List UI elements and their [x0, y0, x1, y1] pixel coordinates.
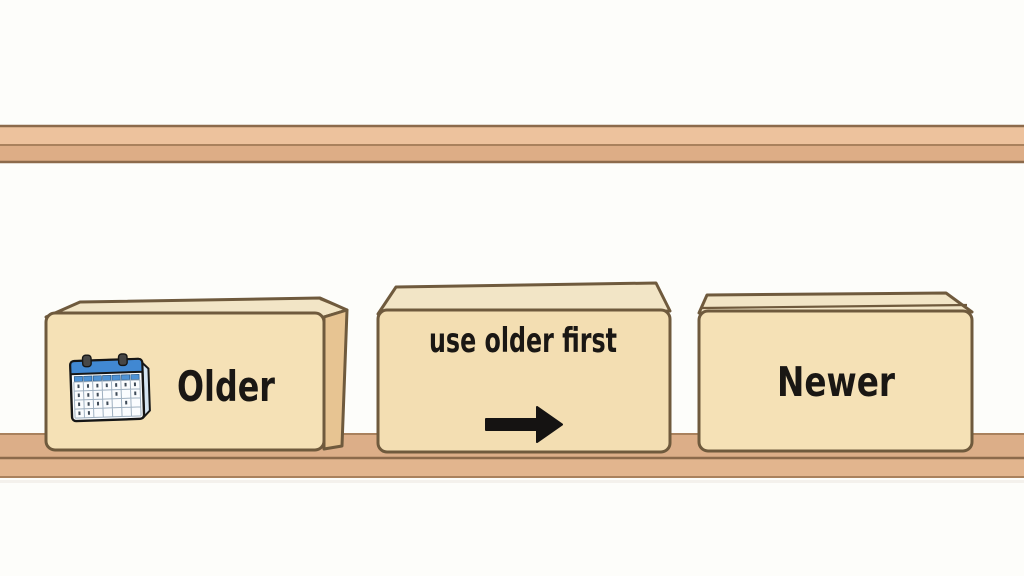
calendar-day-cell: [102, 375, 112, 382]
box-instruction: use older first: [376, 281, 672, 454]
calendar-day-cell: [83, 375, 93, 382]
calendar-ring-right: [117, 353, 128, 367]
box-older-fold-line: [319, 297, 346, 311]
calendar-day-cell: [121, 374, 131, 381]
calendar-icon: [69, 353, 151, 423]
box-older: Older: [44, 296, 349, 452]
top-shelf: [0, 124, 1024, 164]
calendar-header: [69, 357, 144, 376]
box-newer-label: Newer: [777, 358, 896, 406]
box-instruction-front: [376, 308, 672, 454]
box-older-side: [322, 308, 349, 451]
top-shelf-light-band: [0, 127, 1024, 145]
calendar-day-cell: [111, 374, 121, 381]
box-newer: Newer: [697, 291, 974, 453]
floor-shadow: [0, 480, 1024, 483]
arrow-right-icon: [485, 406, 563, 443]
box-older-label: Older: [177, 362, 275, 411]
box-newer-seam-line: [701, 303, 968, 310]
bottom-shelf-front-board: [0, 458, 1024, 478]
box-instruction-label: use older first: [429, 321, 617, 361]
calendar-day-cell: [73, 375, 83, 382]
calendar-ring-left: [81, 354, 92, 368]
calendar-number-marks: [77, 382, 137, 416]
box-newer-front: [697, 309, 974, 453]
calendar-day-cell: [92, 375, 102, 382]
top-shelf-dark-band: [0, 145, 1024, 161]
calendar-day-row: [73, 374, 140, 382]
calendar-grid: [73, 379, 142, 419]
calendar-day-cell: [130, 374, 140, 381]
